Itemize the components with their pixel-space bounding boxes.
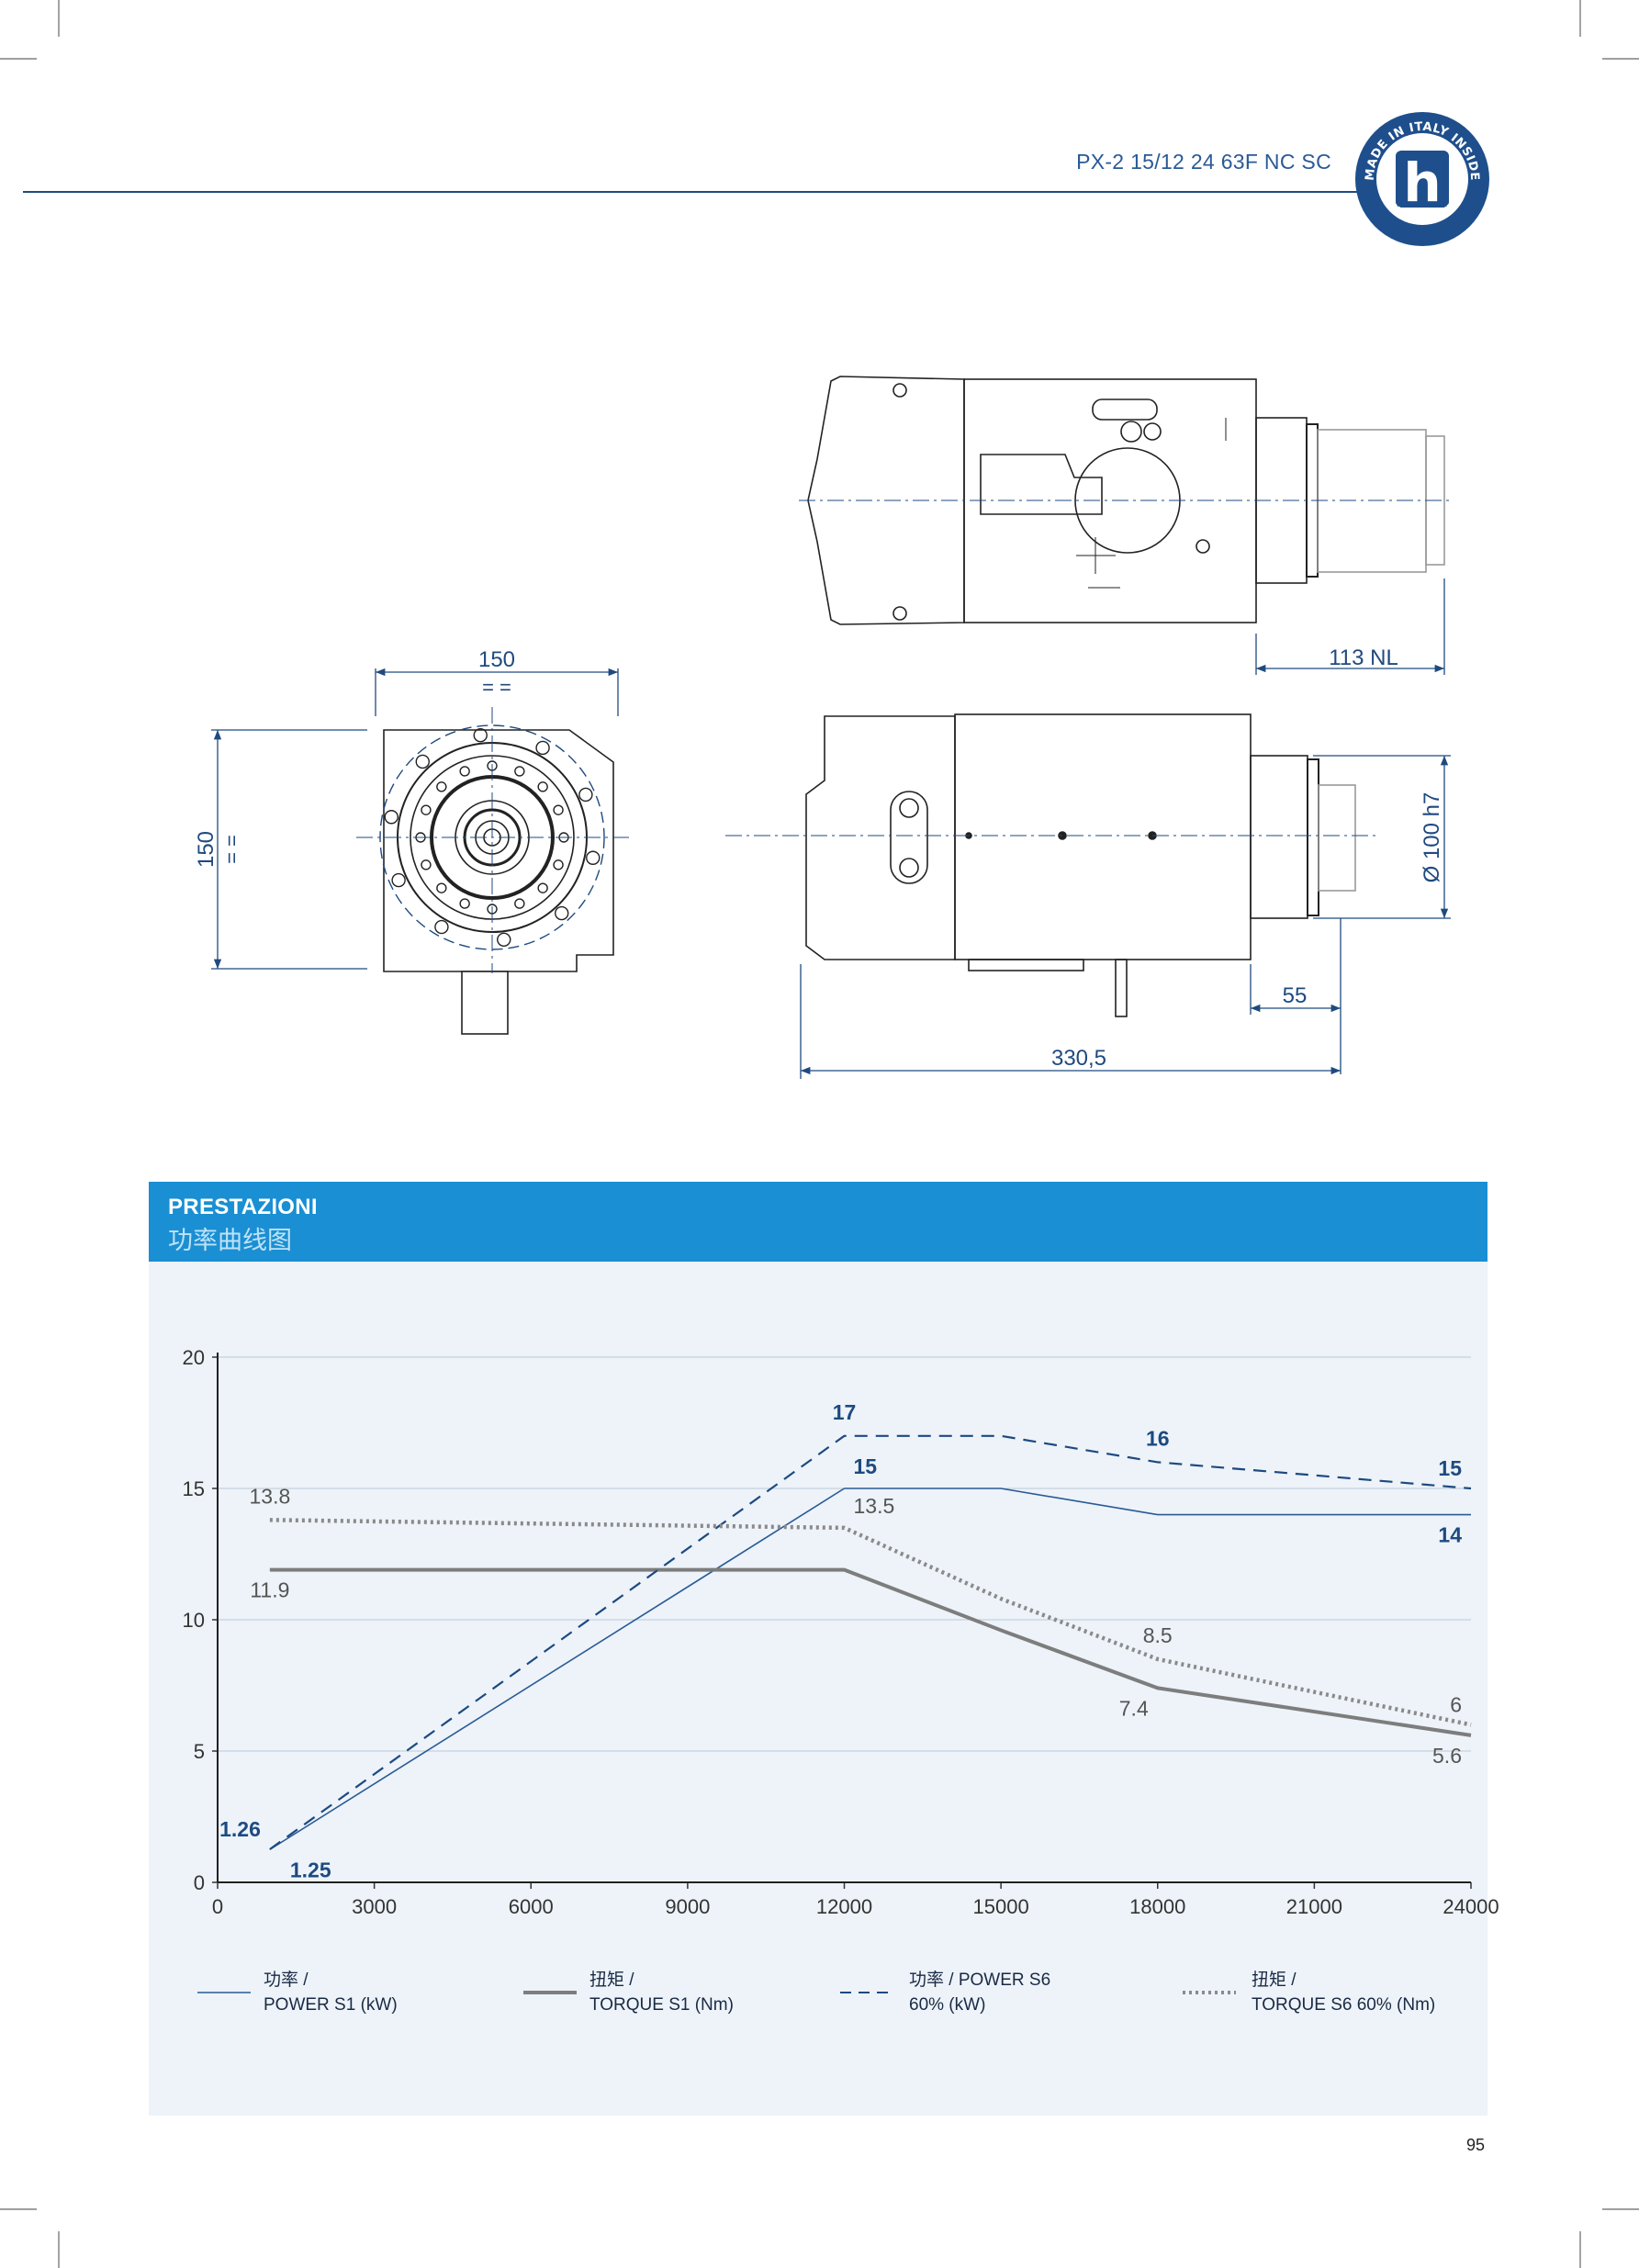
series-power-s6-line: [269, 1434, 1472, 1850]
legend-torque-s6: 扭矩 / TORQUE S6 60% (Nm): [1252, 1968, 1435, 2017]
page-number: 95: [1466, 2136, 1486, 2154]
legend-power-s1: 功率 / POWER S1 (kW): [264, 1968, 398, 2017]
legend-power-s1-line1: 功率 /: [264, 1970, 309, 1990]
dim-front-height: 150: [194, 831, 219, 868]
data-label: 15: [1438, 1456, 1462, 1480]
y-tick-label: 5: [194, 1740, 205, 1763]
panel-title: PRESTAZIONI: [168, 1195, 318, 1219]
data-label: 6: [1450, 1692, 1462, 1716]
x-tick-label: 24000: [1443, 1895, 1499, 1918]
legend-swatch-power-s1: [197, 1992, 251, 1993]
legend-torque-s6-line2: TORQUE S6 60% (Nm): [1252, 1995, 1436, 2015]
legend-swatch-power-s6: [840, 1992, 893, 1993]
data-label: 15: [854, 1454, 878, 1478]
legend-swatch-torque-s6: [1183, 1991, 1236, 1994]
dim-side-shaft: 55: [1283, 983, 1308, 1008]
x-tick-label: 21000: [1286, 1895, 1342, 1918]
dim-side-length: 330,5: [1051, 1046, 1106, 1071]
dim-front-width-sym: = =: [482, 676, 511, 699]
data-label: 13.5: [854, 1494, 895, 1518]
legend-power-s1-line2: POWER S1 (kW): [264, 1995, 398, 2015]
data-label: 5.6: [1432, 1744, 1462, 1768]
top-view-drawing: [799, 376, 1451, 625]
x-tick-label: 0: [212, 1895, 223, 1918]
data-label: 16: [1146, 1426, 1170, 1450]
legend-power-s6: 功率 / POWER S6 60% (kW): [909, 1968, 1050, 2017]
panel-subtitle: 功率曲线图: [168, 1227, 292, 1254]
x-tick-label: 9000: [665, 1895, 710, 1918]
front-view-drawing: [356, 707, 634, 1035]
x-tick-label: 6000: [509, 1895, 554, 1918]
dim-top-stickout: 113 NL: [1329, 646, 1398, 670]
legend-swatch-torque-s1: [523, 1991, 577, 1994]
logo-mark: h: [1403, 152, 1441, 214]
legend-torque-s1-line1: 扭矩 /: [589, 1970, 634, 1990]
header-rule: [23, 191, 1455, 193]
legend-torque-s6-line1: 扭矩 /: [1252, 1970, 1297, 1990]
performance-header: PRESTAZIONI 功率曲线图: [149, 1182, 1487, 1262]
legend-torque-s1: 扭矩 / TORQUE S1 (Nm): [589, 1968, 734, 2017]
x-tick-label: 15000: [973, 1895, 1029, 1918]
data-label: 17: [833, 1400, 857, 1424]
dim-front-width: 150: [478, 647, 515, 672]
x-tick-label: 3000: [352, 1895, 397, 1918]
series-power-s1-line: [269, 1488, 1471, 1850]
y-tick-label: 10: [183, 1609, 205, 1632]
performance-panel: [149, 1262, 1487, 2116]
technical-drawings: 150 = = 150 = = 113 NL: [194, 376, 1451, 1079]
dim-side-diameter: Ø 100 h7: [1420, 792, 1444, 883]
y-tick-label: 0: [194, 1871, 205, 1894]
model-name: PX-2 15/12 24 63F NC SC: [1076, 150, 1331, 174]
y-tick-label: 20: [183, 1346, 205, 1369]
data-label: 11.9: [250, 1578, 289, 1602]
data-label: 1.25: [290, 1858, 331, 1881]
data-label: 7.4: [1119, 1696, 1149, 1720]
data-label: 14: [1438, 1523, 1462, 1547]
legend-power-s6-line2: 60% (kW): [909, 1995, 986, 2015]
legend-power-s6-line1: 功率 / POWER S6: [909, 1970, 1051, 1990]
made-in-italy-logo: h MADE IN ITALY INSIDE SINCE 1977: [1355, 112, 1489, 246]
series-torque-s1-line: [269, 1567, 1472, 1737]
x-tick-label: 12000: [816, 1895, 872, 1918]
legend-torque-s1-line2: TORQUE S1 (Nm): [589, 1995, 734, 2015]
y-tick-label: 15: [183, 1477, 205, 1500]
dim-front-height-sym: = =: [220, 835, 243, 864]
side-view-drawing: [725, 713, 1377, 1017]
series-torque-s6-line: [269, 1518, 1472, 1727]
data-label: 1.26: [219, 1817, 261, 1841]
x-tick-label: 18000: [1129, 1895, 1185, 1918]
data-label: 13.8: [249, 1484, 290, 1508]
data-label: 8.5: [1143, 1623, 1173, 1647]
